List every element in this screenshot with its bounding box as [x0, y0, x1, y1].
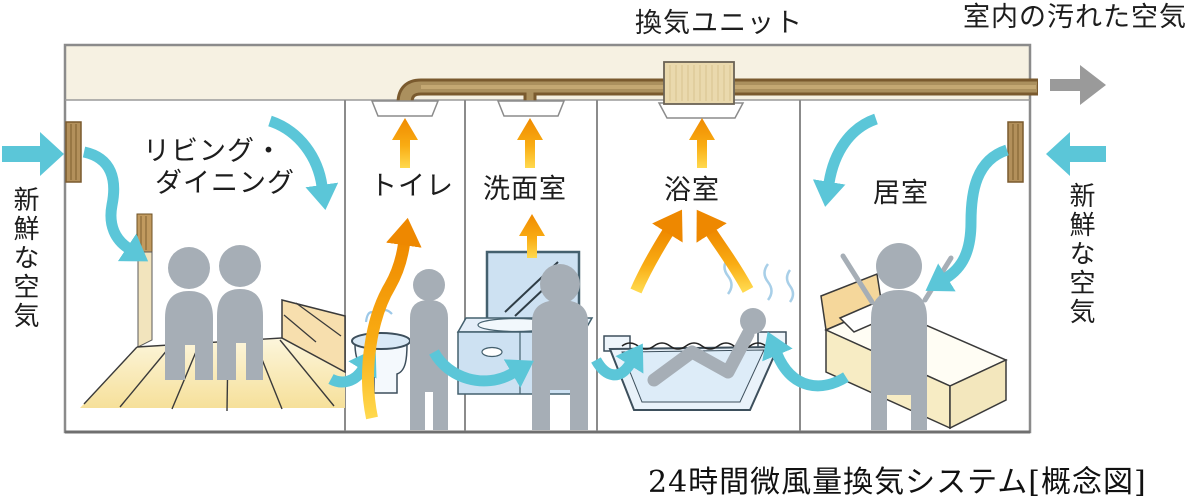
ceiling-vent-unit: [657, 102, 745, 119]
airflow-living-circulate: [268, 115, 339, 210]
airflow-to-bath-right: [762, 331, 849, 392]
living-label-line1: リビング・: [143, 136, 283, 167]
fresh-air-flow-arrows: [82, 113, 1010, 392]
ventilation-unit: [663, 61, 735, 105]
fresh-air-label-right: 新鮮な空気: [1065, 182, 1095, 327]
person-toilet: [410, 269, 448, 430]
exhaust-arrow-washroom-vent: [517, 118, 543, 168]
wall-vent-right: [1007, 121, 1024, 183]
airflow-bedroom-inlet: [925, 144, 1010, 292]
wall-vent-left: [65, 121, 82, 183]
counter: [281, 299, 346, 374]
outdoor-exhaust-arrow: [1050, 65, 1106, 105]
exhaust-arrow-toilet-rise: [362, 217, 422, 420]
wall-corner: [137, 251, 153, 348]
exhaust-arrow-bath-left: [630, 209, 683, 294]
diagram-caption: 24時間微風量換気システム[概念図]: [648, 465, 1147, 500]
airflow-living-inlet: [82, 146, 149, 262]
person-living-1: [165, 247, 213, 380]
outdoor-exhaust-label: 室内の汚れた空気: [963, 2, 1187, 33]
airflow-to-washroom: [429, 349, 534, 388]
person-washroom: [532, 264, 588, 430]
airflow-bedroom-circulate: [812, 113, 879, 207]
exhaust-arrow-bath-right: [696, 209, 754, 293]
bedroom-scene: [820, 243, 1008, 430]
living-room-scene: [80, 213, 346, 412]
person-bathing: [647, 308, 766, 387]
ceiling-vents: [370, 100, 745, 119]
interior-wall-grille: [136, 213, 153, 253]
room-label-washroom: 洗面室: [483, 174, 567, 205]
washroom-scene: [456, 250, 594, 430]
person-bedroom: [840, 243, 954, 430]
room-label-bedroom: 居室: [873, 178, 929, 209]
room-label-bathroom: 浴室: [664, 175, 720, 206]
exhaust-flow-arrows: [362, 118, 754, 420]
ceiling-vent-washroom: [496, 100, 566, 117]
bed-side: [949, 358, 1007, 430]
fresh-air-arrow-left: [2, 132, 64, 176]
fresh-air-label-left: 新鮮な空気: [9, 186, 39, 331]
fresh-air-arrow-right: [1046, 132, 1106, 176]
airflow-to-bath-left: [591, 343, 644, 381]
room-label-living-dining: リビング・ ダイニング: [143, 136, 295, 201]
ventilation-unit-label: 換気ユニット: [635, 8, 803, 39]
exhaust-arrow-toilet-vent: [392, 118, 418, 168]
tub-rim-right: [757, 331, 787, 349]
airflow-to-toilet: [328, 348, 377, 388]
exhaust-arrow-washroom-mid: [519, 214, 545, 258]
ceiling-vent-toilet: [370, 100, 440, 117]
bathroom-scene: [603, 257, 795, 411]
person-living-2: [217, 245, 263, 380]
room-label-toilet: トイレ: [370, 171, 454, 202]
living-label-line2: ダイニング: [155, 168, 295, 200]
exhaust-arrow-bath-vent: [689, 118, 715, 168]
